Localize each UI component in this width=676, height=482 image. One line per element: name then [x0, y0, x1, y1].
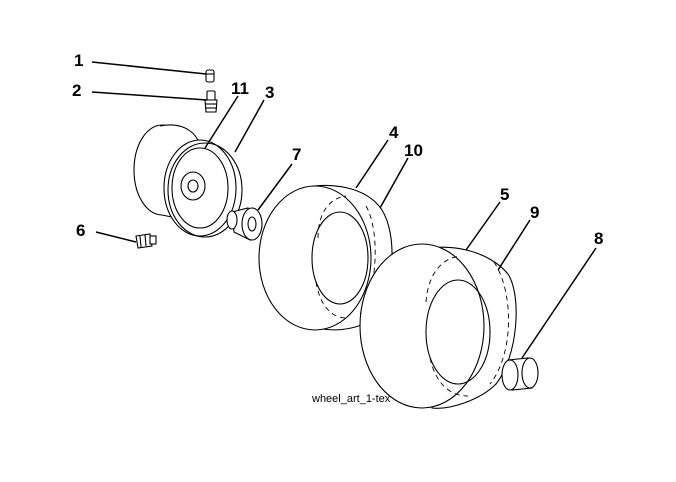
callout-6: 6 [76, 221, 85, 240]
part-wheel-rim [133, 124, 237, 237]
callout-4: 4 [389, 123, 399, 142]
part-8-bushing [501, 357, 539, 391]
callout-3: 3 [265, 83, 274, 102]
callout-7: 7 [292, 145, 301, 164]
callout-10: 10 [404, 141, 423, 160]
part-3-ring [167, 142, 243, 238]
diagram-caption: wheel_art_1-tex [311, 393, 391, 405]
callout-11: 11 [231, 79, 249, 98]
part-1-valve-cap [205, 69, 215, 83]
callout-5: 5 [500, 185, 509, 204]
callout-1: 1 [74, 51, 83, 70]
part-6-grease-fitting [135, 233, 157, 249]
callout-9: 9 [530, 203, 539, 222]
callout-2: 2 [72, 81, 81, 100]
part-7-bushing [226, 207, 263, 241]
part-2-valve-stem [204, 90, 218, 113]
leader-lines [91, 61, 597, 359]
part-5-tire [359, 243, 517, 409]
callout-8: 8 [594, 229, 603, 248]
